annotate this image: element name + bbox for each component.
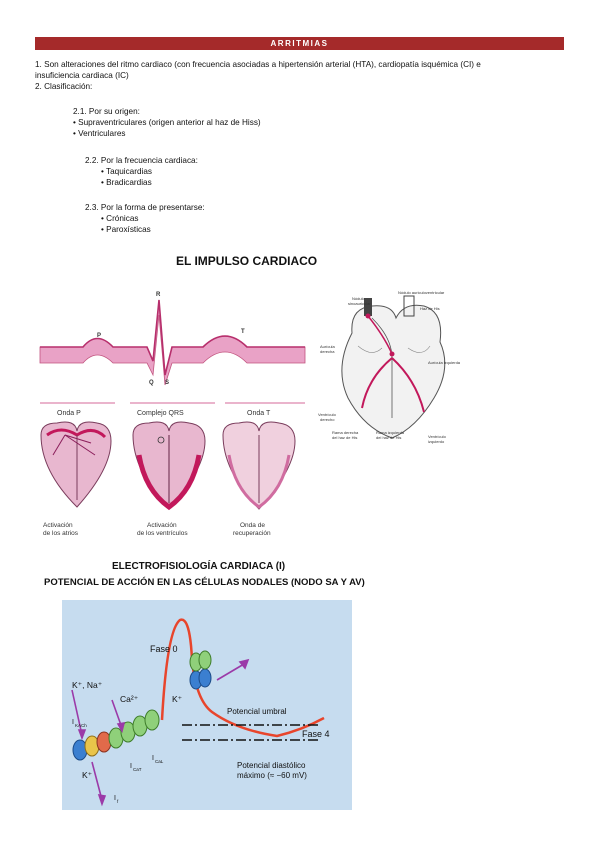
label-left-atrium: Aurícula izquierda <box>428 360 461 365</box>
intro-block: 1. Son alteraciones del ritmo cardiaco (… <box>35 59 575 92</box>
caption-2-line1: Activación <box>147 522 177 529</box>
label-phase4: Fase 4 <box>302 729 330 739</box>
label-k-na: K⁺, Na⁺ <box>72 680 103 690</box>
heart-ventricular-activation <box>132 421 206 511</box>
label-k-bottom: K⁺ <box>82 770 93 780</box>
ecg-label-p: P <box>97 333 101 339</box>
label-phase0: Fase 0 <box>150 644 178 654</box>
ecg-label-t: T <box>241 329 245 335</box>
label-threshold: Potencial umbral <box>227 707 287 716</box>
intro-line-3: 2. Clasificación: <box>35 82 93 91</box>
class-origin: 2.1. Por su origen: • Supraventriculares… <box>73 106 261 139</box>
figure1-title: EL IMPULSO CARDIACO <box>176 254 318 268</box>
label-av-node: Nódulo auriculoventricular <box>398 290 445 295</box>
class-frequency-heading: 2.2. Por la frecuencia cardiaca: <box>85 156 198 165</box>
label-ca: Ca²⁺ <box>120 694 139 704</box>
label-icat-sub: CaT <box>133 767 142 772</box>
intro-line-2: insuficiencia cardiaca (IC) <box>35 71 129 80</box>
wave-label-qrs: Complejo QRS <box>137 410 184 417</box>
class-origin-heading: 2.1. Por su origen: <box>73 107 140 116</box>
label-icat: I <box>130 763 132 770</box>
label-k-top: K⁺ <box>172 694 183 704</box>
list-item: • Taquicardias <box>101 167 152 176</box>
ion-arrows <box>71 658 250 807</box>
caption-2-line2: de los ventrículos <box>137 530 188 537</box>
label-if-sub: f <box>117 799 119 804</box>
label-right-atrium-1: Aurícula <box>320 344 335 349</box>
label-left-branch-1: Rama izquierda <box>376 430 405 435</box>
label-sinus-node-2: sinoauricular <box>348 301 371 306</box>
label-right-branch-1: Rama derecha <box>332 430 359 435</box>
label-left-ventricle-2: izquierdo <box>428 439 445 444</box>
class-form: 2.3. Por la forma de presentarse: • Crón… <box>85 202 205 235</box>
caption-3-line2: recuperación <box>233 530 271 537</box>
intro-line-1: 1. Son alteraciones del ritmo cardiaco (… <box>35 60 481 69</box>
figure2-title: ELECTROFISIOLOGÍA CARDIACA (I) <box>112 561 286 572</box>
list-item: • Paroxísticas <box>101 225 151 234</box>
cardiac-impulse-figure: P R Q S T Onda P Complejo QRS Onda T Act… <box>39 292 306 537</box>
list-item: • Supraventriculares (origen anterior al… <box>73 118 261 127</box>
page-title: ARRITMIAS <box>270 39 329 48</box>
label-right-ventricle-1: Ventrículo <box>318 412 337 417</box>
list-item: • Bradicardias <box>101 178 152 187</box>
class-frequency: 2.2. Por la frecuencia cardiaca: • Taqui… <box>85 155 198 188</box>
heart-recovery <box>222 421 296 510</box>
wave-label-t: Onda T <box>247 410 271 417</box>
label-diastolic-2: máximo (≈ −60 mV) <box>237 771 307 780</box>
caption-3-line1: Onda de <box>240 522 265 529</box>
label-left-branch-2: del haz de His <box>376 435 401 440</box>
wave-label-p: Onda P <box>57 410 81 417</box>
list-item: • Ventriculares <box>73 129 126 138</box>
ecg-label-r: R <box>156 292 161 298</box>
caption-1-line1: Activación <box>43 522 73 529</box>
label-right-branch-2: del haz de His <box>332 435 357 440</box>
action-potential-figure: Fase 0 K⁺, Na⁺ Ca²⁺ K⁺ Potencial umbral … <box>62 600 352 810</box>
class-form-heading: 2.3. Por la forma de presentarse: <box>85 203 205 212</box>
label-his: Haz de His <box>420 306 440 311</box>
label-left-ventricle-1: Ventrículo <box>428 434 447 439</box>
label-if: I <box>114 795 116 802</box>
label-ikach-sub: KACh <box>75 723 87 728</box>
label-right-ventricle-2: derecho <box>320 417 335 422</box>
conduction-system-figure: Nódulo sinoauricular Nódulo auriculovent… <box>318 290 461 444</box>
list-item: • Crónicas <box>101 214 139 223</box>
title-bar: ARRITMIAS <box>35 37 564 50</box>
label-diastolic-1: Potencial diastólico <box>237 761 306 770</box>
ecg-label-q: Q <box>149 380 154 386</box>
ion-channels <box>72 650 212 761</box>
label-ical: I <box>152 755 154 762</box>
label-ical-sub: CaL <box>155 759 164 764</box>
label-right-atrium-2: derecha <box>320 349 335 354</box>
caption-1-line2: de los atrios <box>43 530 79 537</box>
ecg-label-s: S <box>165 380 169 386</box>
heart-atrial-activation <box>40 421 112 508</box>
label-sinus-node-1: Nódulo <box>352 296 365 301</box>
label-ikach: I <box>72 719 74 726</box>
figure2-subtitle: POTENCIAL DE ACCIÓN EN LAS CÉLULAS NODAL… <box>44 577 365 588</box>
